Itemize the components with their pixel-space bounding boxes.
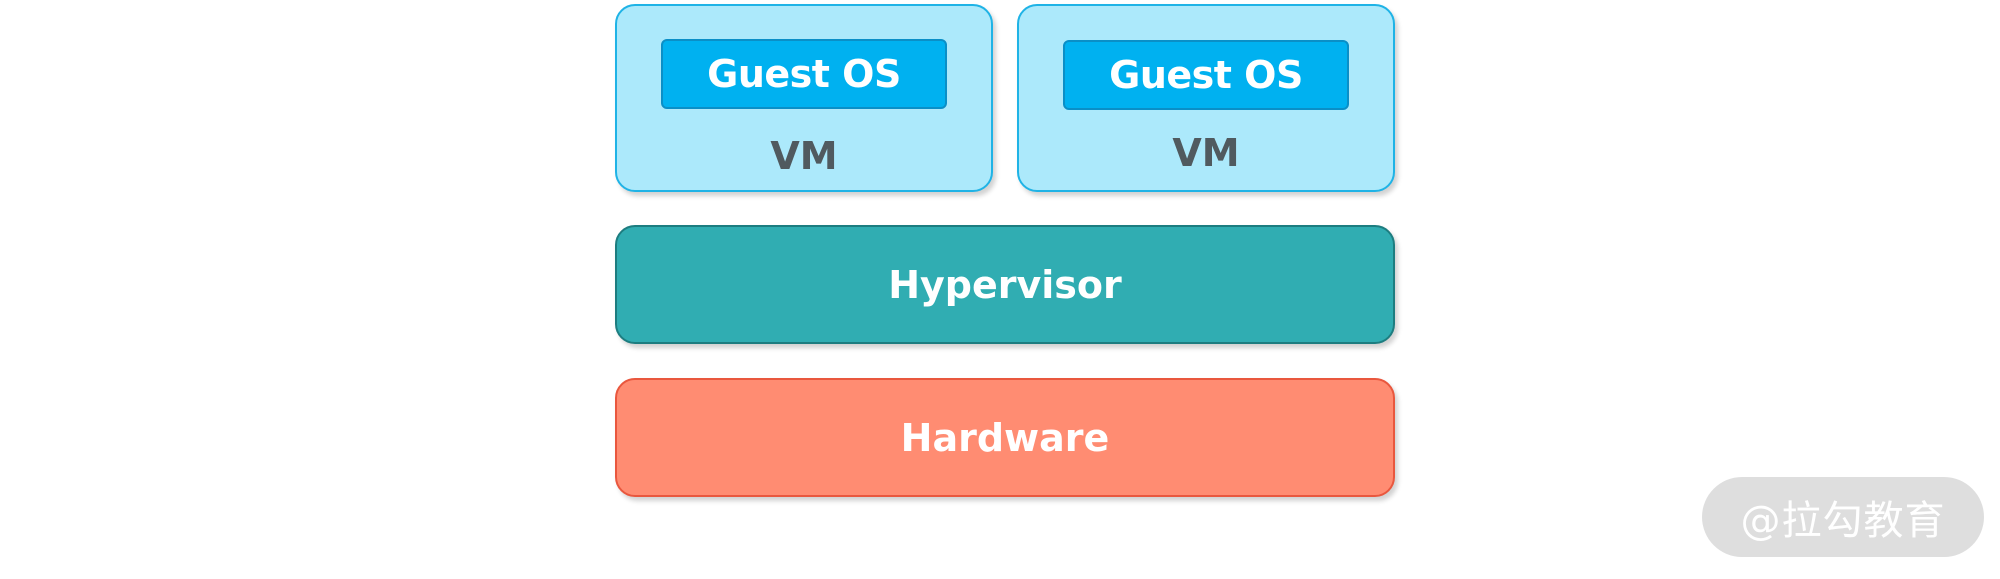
vm-label-2: VM [1172, 131, 1240, 175]
hardware-label: Hardware [900, 415, 1110, 460]
guest-os-box-1: Guest OS [661, 39, 947, 109]
watermark-text: @拉勾教育 [1740, 498, 1946, 544]
vm-box-2: Guest OS VM [1017, 4, 1395, 192]
watermark: @拉勾教育 [1702, 477, 1984, 557]
hypervisor-layer: Hypervisor [615, 225, 1395, 344]
vm-box-1: Guest OS VM [615, 4, 993, 192]
guest-os-box-2: Guest OS [1063, 40, 1349, 110]
vm-label-1: VM [770, 134, 838, 178]
hardware-layer: Hardware [615, 378, 1395, 497]
hypervisor-label: Hypervisor [888, 262, 1122, 307]
